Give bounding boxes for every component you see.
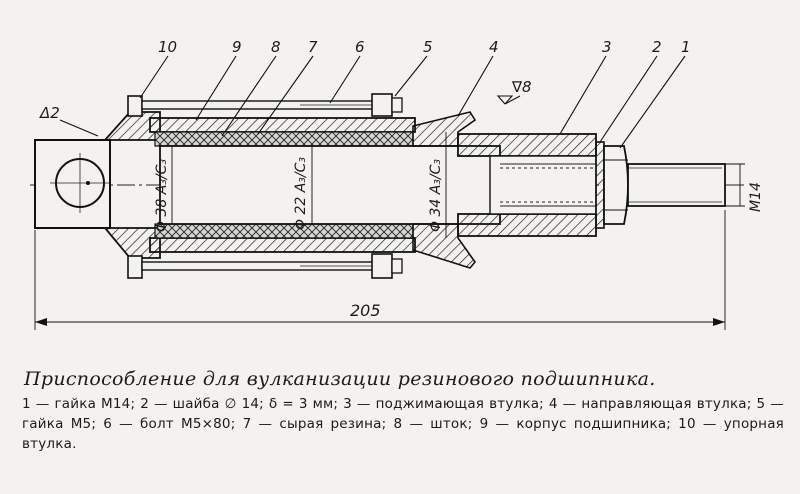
washer xyxy=(595,141,605,229)
bolt-lower xyxy=(127,253,403,279)
thread-lines xyxy=(500,163,596,207)
pressing-sleeve-lower xyxy=(457,213,597,237)
guide-sleeve-upper xyxy=(412,111,477,147)
figure-caption: Приспособление для вулканизации резиново… xyxy=(22,368,784,454)
dim-dia-34: Φ 34 A₃/C₃ xyxy=(428,159,444,232)
dim-overall-length: 205 xyxy=(350,301,381,320)
tolerance-mark: Δ2 xyxy=(39,104,60,122)
nut xyxy=(603,145,629,225)
callout-3: 3 xyxy=(602,38,612,56)
rod xyxy=(159,145,501,225)
threaded-end xyxy=(627,163,726,207)
surface-finish-mark: ∇8 xyxy=(511,78,532,96)
dim-dia-22: Φ 22 A₃/C₃ xyxy=(293,157,309,230)
raw-rubber-upper xyxy=(154,131,414,147)
callout-8: 8 xyxy=(271,38,281,56)
support-sleeve-upper xyxy=(102,111,161,141)
dim-thread-m14: M14 xyxy=(748,182,764,212)
callout-1: 1 xyxy=(681,38,691,56)
bearing-housing-upper xyxy=(149,117,416,133)
technical-drawing: 10 9 8 7 6 5 4 3 2 1 Δ2 ∇8 Φ 38 A₃/C₃ Φ … xyxy=(30,38,764,330)
leader-lines xyxy=(59,55,686,149)
callout-4: 4 xyxy=(489,38,499,56)
bearing-housing-lower xyxy=(149,237,416,253)
dim-dia-38: Φ 38 A₃/C₃ xyxy=(154,159,170,232)
caption-title: Приспособление для вулканизации резиново… xyxy=(24,368,656,390)
callout-2: 2 xyxy=(652,38,662,56)
bolt-upper xyxy=(127,93,403,117)
callout-5: 5 xyxy=(423,38,433,56)
raw-rubber-lower xyxy=(154,223,414,239)
rod-end xyxy=(34,139,111,229)
caption-legend: 1 — гайка М14; 2 — шайба ∅ 14; δ = 3 мм;… xyxy=(22,396,784,452)
pressing-sleeve-upper xyxy=(457,133,597,157)
callout-6: 6 xyxy=(355,38,365,56)
callout-7: 7 xyxy=(308,38,318,56)
callout-9: 9 xyxy=(232,38,242,56)
callout-10: 10 xyxy=(158,38,177,56)
support-sleeve-lower xyxy=(103,227,161,259)
